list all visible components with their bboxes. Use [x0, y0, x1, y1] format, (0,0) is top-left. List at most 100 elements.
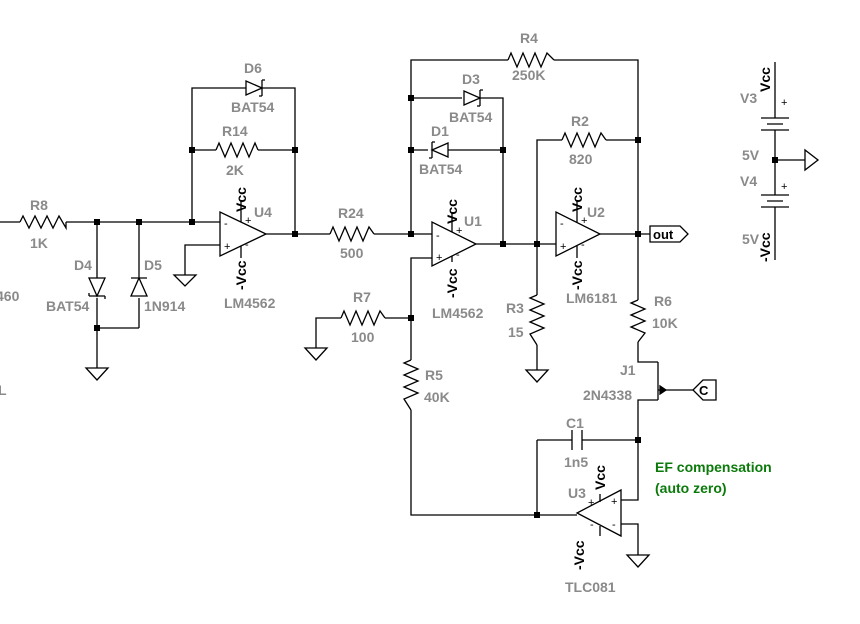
u4-ref: U4 [254, 204, 272, 220]
c1-ref: C1 [566, 415, 584, 431]
svg-text:EF compensation: EF compensation [655, 459, 772, 475]
svg-text:-: - [456, 249, 460, 261]
diode-d3: D3 BAT54 [449, 71, 493, 125]
u3-ref: U3 [568, 485, 586, 501]
resistor-r2: R2 820 [561, 113, 607, 167]
r5-ref: R5 [425, 367, 443, 383]
svg-text:-: - [560, 218, 564, 230]
svg-text:+: + [456, 225, 462, 237]
d5-ref: D5 [144, 257, 162, 273]
d4-ref: D4 [74, 257, 92, 273]
svg-text:(auto zero): (auto zero) [655, 480, 727, 496]
r5-value: 40K [424, 389, 450, 405]
svg-text:-Vcc: -Vcc [233, 260, 249, 290]
resistor-r5: R5 40K [402, 359, 450, 411]
u4-value: LM4562 [224, 295, 276, 311]
r14-ref: R14 [222, 123, 248, 139]
svg-text:Vcc: Vcc [444, 199, 460, 224]
d3-value: BAT54 [449, 109, 493, 125]
d1-value: BAT54 [419, 161, 463, 177]
svg-text:-: - [581, 239, 585, 251]
r7-value: 100 [351, 329, 375, 345]
d6-ref: D6 [244, 60, 262, 76]
resistor-r3: R3 15 [506, 294, 546, 346]
d3-ref: D3 [462, 71, 480, 87]
u2-value: LM6181 [566, 290, 618, 306]
resistor-r6: R6 10K [629, 293, 678, 343]
svg-text:+: + [781, 97, 787, 109]
svg-text:+: + [560, 241, 566, 253]
svg-text:+: + [224, 241, 230, 253]
junctions [94, 95, 778, 518]
r4-value: 250K [512, 67, 545, 83]
diode-d1: D1 BAT54 [419, 123, 463, 177]
svg-text:-Vcc: -Vcc [757, 232, 773, 262]
clipped-left-value: 460 [0, 288, 20, 304]
r24-ref: R24 [338, 205, 364, 221]
diode-d6: D6 BAT54 [231, 60, 275, 115]
j1-ref: J1 [620, 362, 636, 378]
out-port-label: out [653, 227, 674, 242]
svg-text:+: + [436, 252, 442, 264]
d1-ref: D1 [431, 123, 449, 139]
jfet-j1: J1 2N4338 [583, 362, 668, 403]
r4-ref: R4 [520, 30, 538, 46]
svg-text:+: + [611, 496, 617, 508]
resistor-r14: R14 2K [215, 123, 259, 178]
v4-value: 5V [742, 231, 760, 247]
svg-text:-: - [224, 218, 228, 230]
r24-value: 500 [340, 245, 364, 261]
diode-d4: D4 BAT54 [46, 257, 107, 314]
diode-d5: D5 1N914 [129, 257, 185, 314]
ef-compensation-note: EF compensation (auto zero) [655, 459, 772, 496]
opamp-u1: - + + - Vcc -Vcc U1 LM4562 [431, 199, 484, 321]
svg-text:+: + [588, 497, 594, 509]
v3-ref: V3 [740, 90, 757, 106]
svg-text:-: - [612, 519, 616, 531]
opamp-u2: - + + - Vcc -Vcc U2 LM6181 [555, 187, 618, 306]
r2-value: 820 [569, 151, 593, 167]
capacitor-c1: C1 1n5 [564, 415, 588, 470]
opamp-u3: + - + - Vcc -Vcc U3 TLC081 [565, 465, 622, 595]
d6-value: BAT54 [231, 99, 275, 115]
svg-text:Vcc: Vcc [233, 187, 249, 212]
svg-text:-: - [436, 230, 440, 242]
u1-ref: U1 [464, 213, 482, 229]
r6-ref: R6 [654, 293, 672, 309]
svg-text:-Vcc: -Vcc [444, 268, 460, 298]
svg-text:+: + [781, 181, 787, 193]
c1-value: 1n5 [564, 454, 588, 470]
u3-value: TLC081 [565, 579, 616, 595]
svg-text:-: - [590, 519, 594, 531]
svg-text:-Vcc: -Vcc [569, 260, 585, 290]
svg-text:Vcc: Vcc [592, 465, 608, 490]
r2-ref: R2 [571, 113, 589, 129]
opamp-u4: - + + - Vcc -Vcc U4 LM4562 [219, 187, 276, 311]
r8-ref: R8 [30, 197, 48, 213]
wires [0, 59, 805, 555]
r14-value: 2K [226, 162, 244, 178]
j1-value: 2N4338 [583, 387, 632, 403]
u1-value: LM4562 [432, 305, 484, 321]
c-port-label: C [699, 383, 709, 398]
resistor-r8: R8 1K [19, 197, 67, 251]
svg-text:+: + [581, 215, 587, 227]
r7-ref: R7 [353, 289, 371, 305]
d4-value: BAT54 [46, 298, 90, 314]
out-port: out [649, 225, 689, 243]
source-v4: + -Vcc V4 5V [740, 173, 789, 262]
source-v3: + Vcc V3 5V [740, 67, 789, 163]
svg-text:-Vcc: -Vcc [571, 540, 587, 570]
svg-text:Vcc: Vcc [569, 187, 585, 212]
r8-value: 1K [30, 235, 48, 251]
resistor-r7: R7 100 [340, 289, 386, 345]
v3-value: 5V [742, 147, 760, 163]
ground-symbols [84, 148, 820, 568]
d5-value: 1N914 [144, 298, 185, 314]
svg-text:-: - [245, 239, 249, 251]
svg-text:Vcc: Vcc [757, 67, 773, 92]
r6-value: 10K [652, 315, 678, 331]
r3-value: 15 [508, 324, 524, 340]
resistor-r4: R4 250K [507, 30, 555, 83]
